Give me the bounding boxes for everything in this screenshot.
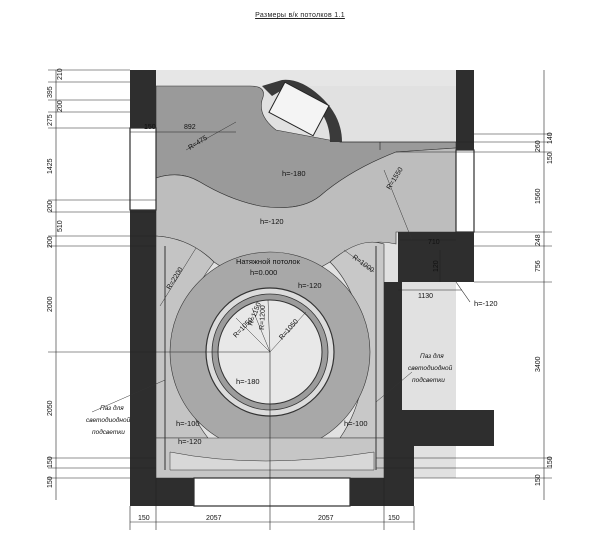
dim-bottom-2057-a: 2057 xyxy=(206,515,222,522)
dim-right-150-a: 150 xyxy=(547,456,554,468)
dim-left-150-b: 150 xyxy=(47,476,54,488)
note-left-line2: светодиодной xyxy=(86,416,131,424)
dim-left-1425: 1425 xyxy=(47,158,54,174)
walls xyxy=(129,70,494,507)
dim-left-200-c: 200 xyxy=(47,236,54,248)
dim-bottom-150-a: 150 xyxy=(138,515,150,522)
level-bottom-left-a: h=-100 xyxy=(176,419,200,428)
center-label-line1: Натяжной потолок xyxy=(236,257,301,266)
level-circle: h=-180 xyxy=(236,377,260,386)
dim-right-710: 710 xyxy=(428,239,440,246)
dim-left-200-a: 200 xyxy=(57,100,64,112)
dim-top-892: 892 xyxy=(184,124,196,131)
dim-left-150-a: 150 xyxy=(47,456,54,468)
dim-left-395: 395 xyxy=(47,86,54,98)
dim-left-275: 275 xyxy=(47,114,54,126)
dim-bottom-150-b: 150 xyxy=(388,515,400,522)
bottom-inner-light xyxy=(169,451,375,471)
dim-bottom-2057-b: 2057 xyxy=(318,515,334,522)
dim-right-756: 756 xyxy=(535,260,542,272)
bottom-dimension-lines xyxy=(129,352,415,530)
level-bottom-right: h=-100 xyxy=(344,419,368,428)
center-label-line2: h=0.000 xyxy=(250,268,277,277)
left-dimension-lines xyxy=(48,69,270,500)
dim-right-248: 248 xyxy=(535,234,542,246)
dim-left-210: 210 xyxy=(57,68,64,80)
level-outside: h=-120 xyxy=(474,299,498,308)
dim-right-120: 120 xyxy=(433,260,440,272)
dim-left-2050: 2050 xyxy=(47,400,54,416)
dim-right-150-b: 150 xyxy=(535,474,542,486)
dim-right-260: 260 xyxy=(535,140,542,152)
dim-left-2000: 2000 xyxy=(47,296,54,312)
drawing-title: Размеры в/к потолков 1.1 xyxy=(255,12,345,19)
note-left-line1: Паз для xyxy=(100,404,124,412)
top-strip-area xyxy=(156,70,456,86)
dim-right-140: 140 xyxy=(547,132,554,144)
duct-box xyxy=(268,81,330,137)
radius-1200: R=1200 xyxy=(259,305,267,330)
level-top: h=-180 xyxy=(282,169,306,178)
note-right-line3: подсветки xyxy=(412,376,445,384)
note-left-leader xyxy=(91,379,166,413)
dim-right-1130: 1130 xyxy=(418,293,433,300)
note-right-leader xyxy=(375,371,413,403)
dim-left-510: 510 xyxy=(57,220,64,232)
level-right: h=-120 xyxy=(298,281,322,290)
note-right-line1: Паз для xyxy=(420,352,444,360)
dim-left-200-b: 200 xyxy=(47,200,54,212)
radius-leaders xyxy=(159,121,413,353)
level-bottom-left-b: h=-120 xyxy=(178,437,202,446)
right-dimension-lines xyxy=(340,70,552,500)
dim-right-150: 150 xyxy=(547,152,554,164)
dim-top-150: 150 xyxy=(144,124,156,131)
note-left-line3: подсветки xyxy=(92,428,125,436)
level-band: h=-120 xyxy=(260,217,284,226)
note-right-line2: светодиодной xyxy=(408,364,453,372)
dim-right-3400: 3400 xyxy=(535,356,542,372)
top-inner-dimension-lines xyxy=(130,131,381,150)
dim-right-1560: 1560 xyxy=(535,188,542,204)
